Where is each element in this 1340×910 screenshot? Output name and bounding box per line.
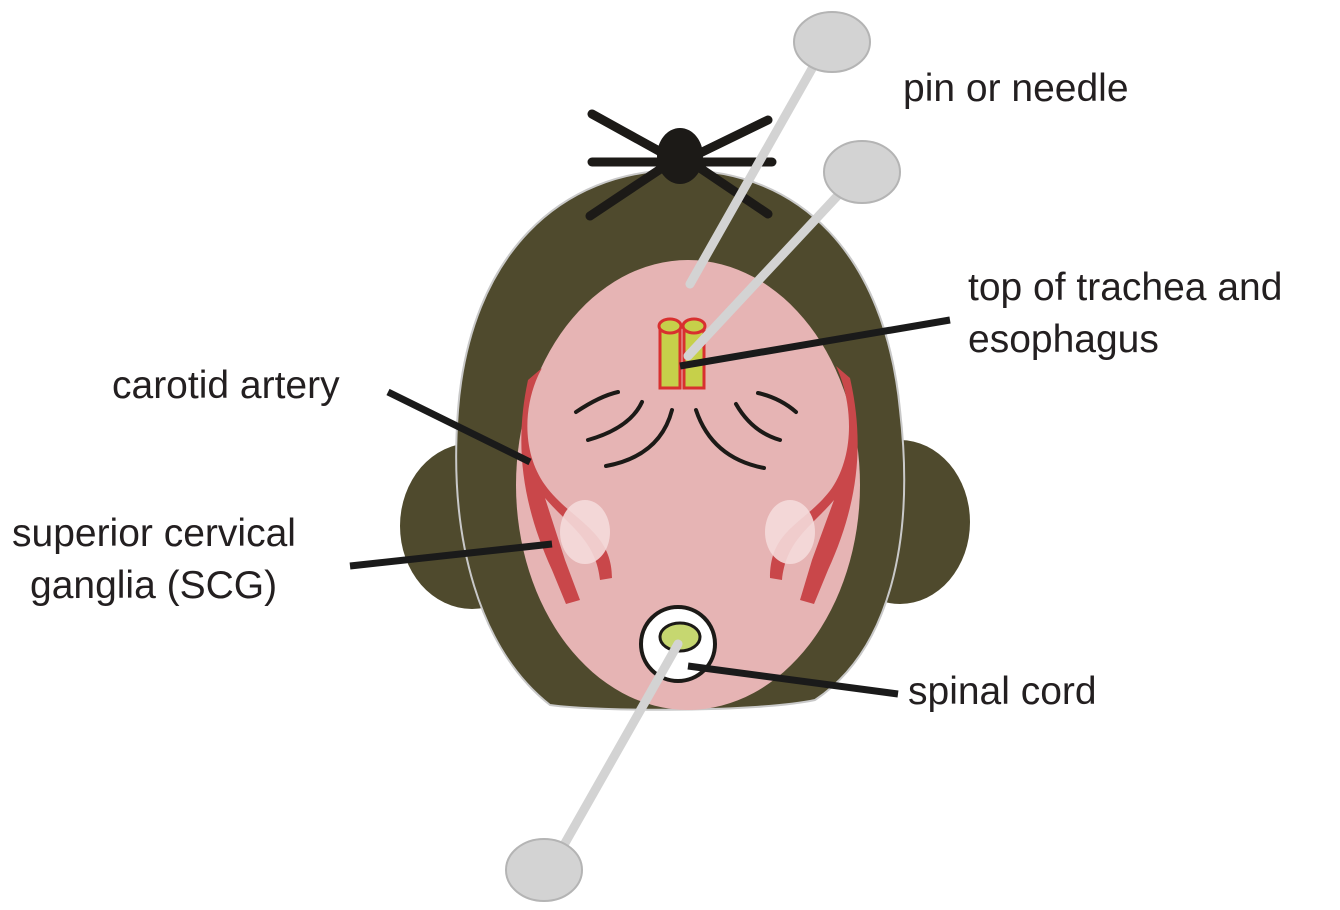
label-carotid-artery: carotid artery xyxy=(112,364,340,407)
label-spinal-cord: spinal cord xyxy=(908,670,1097,713)
label-trachea-line1: top of trachea and xyxy=(968,266,1282,309)
label-trachea-line2: esophagus xyxy=(968,318,1159,361)
right-scg-ganglion xyxy=(765,500,815,564)
left-scg-ganglion xyxy=(560,500,610,564)
nose xyxy=(657,128,703,184)
label-scg-line2: ganglia (SCG) xyxy=(30,564,277,607)
label-scg-line1: superior cervical xyxy=(12,512,296,555)
label-pin-or-needle: pin or needle xyxy=(903,67,1129,110)
